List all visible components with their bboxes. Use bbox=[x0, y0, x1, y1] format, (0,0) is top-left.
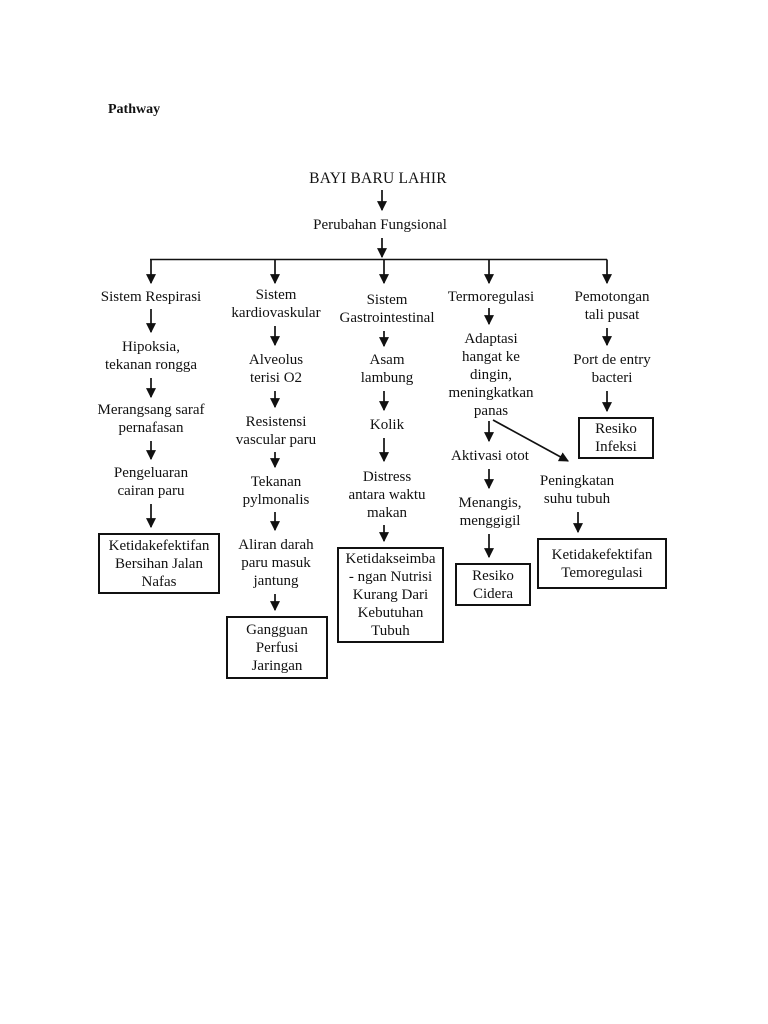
box-resiko-cidera: Resiko Cidera bbox=[455, 563, 531, 606]
node-pengeluaran-cairan-paru: Pengeluaran cairan paru bbox=[113, 465, 189, 499]
node-menangis-menggigil: Menangis, menggigil bbox=[458, 495, 522, 529]
node-adaptasi-hangat-ke-dingin: Adaptasi hangat ke dingin, meningkatkan … bbox=[448, 331, 534, 419]
box-resiko-infeksi: Resiko Infeksi bbox=[578, 417, 654, 459]
node-hipoksia-tekanan-rongga: Hipoksia, tekanan rongga bbox=[104, 339, 198, 373]
node-asam-lambung: Asam lambung bbox=[360, 352, 414, 386]
node-sistem-respirasi: Sistem Respirasi bbox=[100, 289, 202, 305]
node-sistem-kardiovaskular: Sistem kardiovaskular bbox=[231, 287, 321, 321]
node-root-bayi-baru-lahir: BAYI BARU LAHIR bbox=[309, 170, 447, 187]
box-ketidakseimbangan-nutrisi: Ketidakseimba - ngan Nutrisi Kurang Dari… bbox=[337, 547, 444, 643]
node-pemotongan-tali-pusat: Pemotongan tali pusat bbox=[574, 289, 650, 323]
node-peningkatan-suhu-tubuh: Peningkatan suhu tubuh bbox=[539, 473, 615, 507]
page-title: Pathway bbox=[108, 102, 161, 117]
node-aktivasi-otot: Aktivasi otot bbox=[451, 448, 529, 464]
node-termoregulasi: Termoregulasi bbox=[447, 289, 535, 305]
node-port-de-entry-bacteri: Port de entry bacteri bbox=[573, 352, 651, 386]
node-distress-antara-waktu-makan: Distress antara waktu makan bbox=[348, 469, 426, 521]
box-gangguan-perfusi-jaringan: Gangguan Perfusi Jaringan bbox=[226, 616, 328, 679]
node-aliran-darah-paru-masuk-jantung: Aliran darah paru masuk jantung bbox=[238, 537, 314, 589]
node-tekanan-pylmonalis: Tekanan pylmonalis bbox=[242, 474, 310, 508]
node-alveolus-terisi-o2: Alveolus terisi O2 bbox=[248, 352, 304, 386]
box-ketidakefektifan-bersihan-jalan-nafas: Ketidakefektifan Bersihan Jalan Nafas bbox=[98, 533, 220, 594]
node-merangsang-saraf-pernafasan: Merangsang saraf pernafasan bbox=[97, 402, 205, 436]
node-resistensi-vascular-paru: Resistensi vascular paru bbox=[235, 414, 317, 448]
arrow-panas-to-peningkatan-suhu bbox=[492, 419, 569, 462]
node-perubahan-fungsional: Perubahan Fungsional bbox=[313, 217, 447, 233]
node-sistem-gastrointestinal: Sistem Gastrointestinal bbox=[339, 292, 435, 326]
box-ketidakefektifan-temoregulasi: Ketidakefektifan Temoregulasi bbox=[537, 538, 667, 589]
node-kolik: Kolik bbox=[369, 417, 405, 433]
